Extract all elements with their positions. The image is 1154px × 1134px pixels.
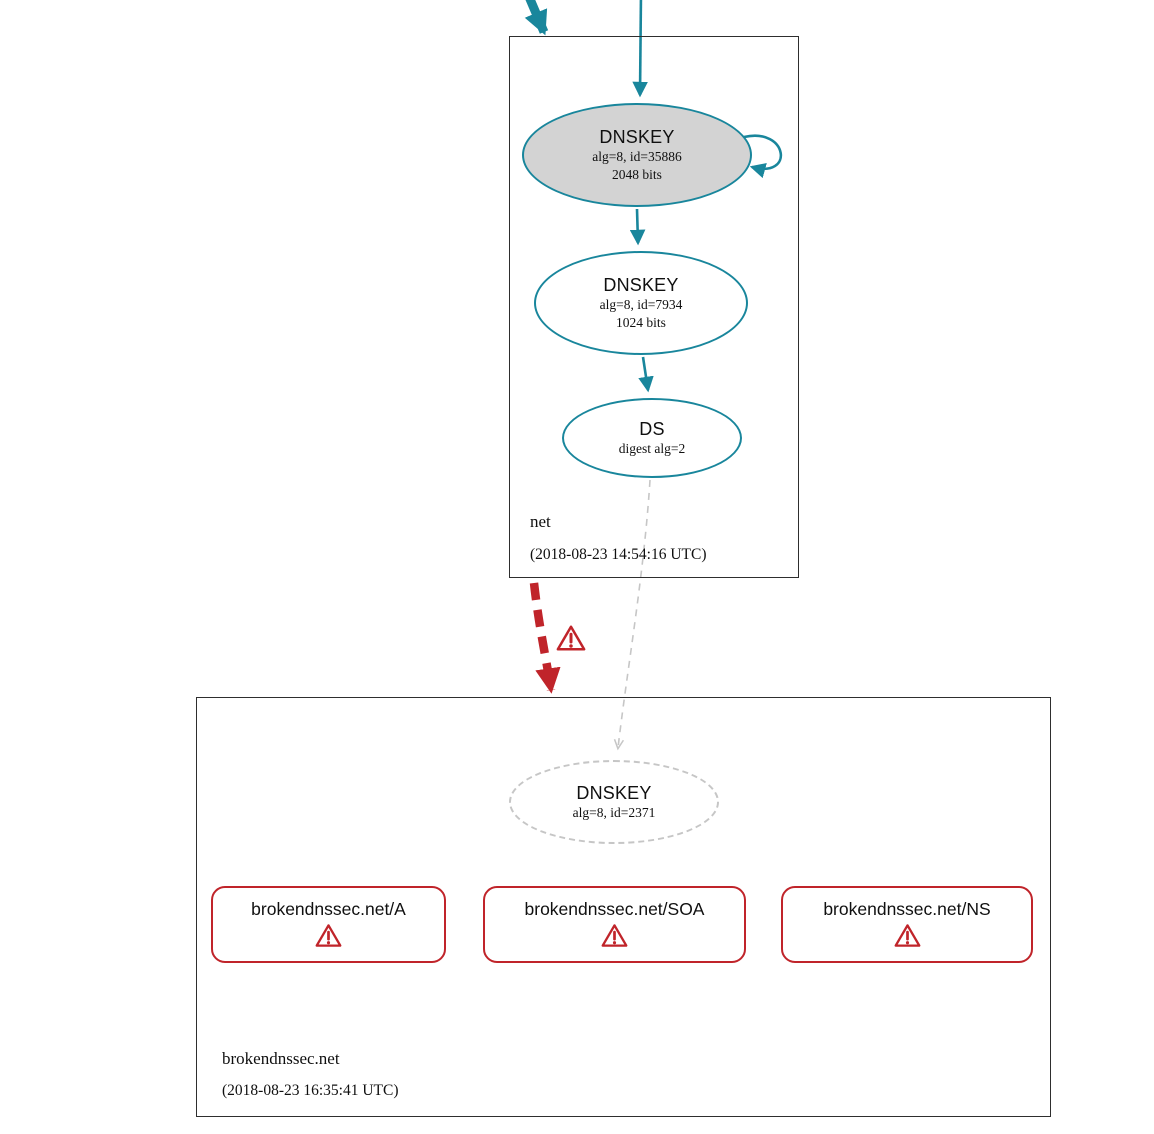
zone-name-net: net	[530, 512, 551, 531]
warning-icon	[315, 923, 342, 948]
edge-parent-to-ksk-thick	[524, 0, 549, 36]
node-dnskey-child: DNSKEY alg=8, id=2371	[509, 760, 719, 844]
node-title: DS	[639, 418, 665, 439]
rrset-ns: brokendnssec.net/NS	[781, 886, 1033, 963]
zone-timestamp-brokendnssec: (2018-08-23 16:35:41 UTC)	[222, 1082, 399, 1099]
node-dnskey-ksk: DNSKEY alg=8, id=35886 2048 bits	[522, 103, 752, 207]
node-detail: digest alg=2	[618, 440, 686, 456]
warning-icon	[894, 923, 921, 948]
node-title: DNSKEY	[603, 274, 679, 295]
node-title: DNSKEY	[599, 126, 675, 147]
node-title: DNSKEY	[576, 782, 652, 803]
node-detail: alg=8, id=7934	[599, 296, 683, 312]
zone-box-net	[509, 36, 799, 578]
edge-net-to-child-bogus	[529, 582, 561, 694]
node-dnskey-zsk: DNSKEY alg=8, id=7934 1024 bits	[534, 251, 748, 355]
zone-timestamp-net: (2018-08-23 14:54:16 UTC)	[530, 546, 707, 563]
zone-box-brokendnssec	[196, 697, 1051, 1117]
node-detail: 2048 bits	[612, 166, 662, 182]
node-ds: DS digest alg=2	[562, 398, 742, 478]
warning-icon	[556, 624, 586, 652]
warning-icon	[601, 923, 628, 948]
node-detail: alg=8, id=35886	[592, 148, 682, 164]
zone-name-brokendnssec: brokendnssec.net	[222, 1049, 340, 1068]
rrset-label: brokendnssec.net/NS	[823, 899, 991, 919]
rrset-soa: brokendnssec.net/SOA	[483, 886, 746, 963]
rrset-a: brokendnssec.net/A	[211, 886, 446, 963]
node-detail: 1024 bits	[616, 314, 666, 330]
rrset-label: brokendnssec.net/SOA	[524, 899, 705, 919]
rrset-label: brokendnssec.net/A	[251, 899, 406, 919]
node-detail: alg=8, id=2371	[572, 804, 656, 820]
